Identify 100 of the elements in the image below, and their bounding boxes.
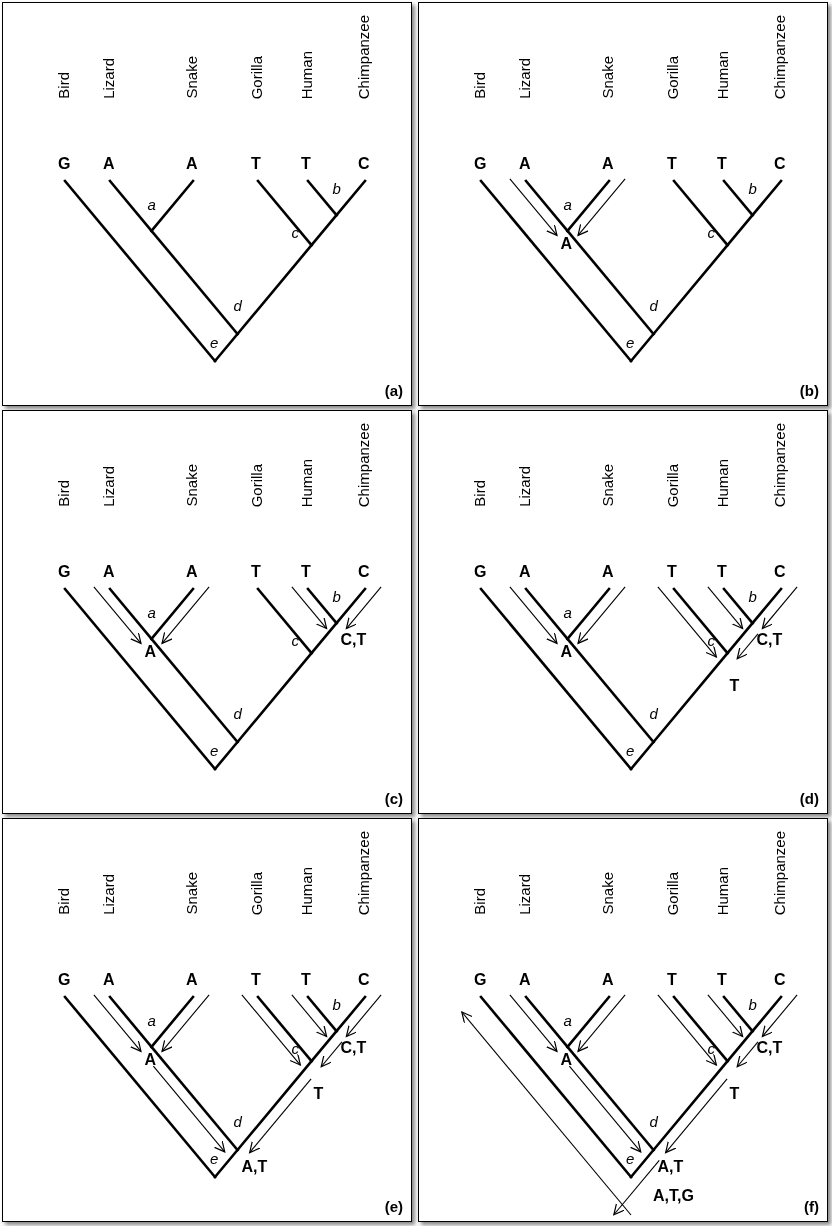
arrow [249, 1078, 312, 1154]
node-label: e [210, 743, 219, 759]
arrow [577, 178, 626, 236]
node-label: b [332, 589, 341, 606]
taxon-name: Lizard [516, 466, 533, 507]
tree-branch [566, 995, 611, 1049]
tree-branch [479, 587, 633, 771]
character-state: G [58, 155, 71, 173]
arrow [291, 994, 328, 1038]
taxon-name: Lizard [100, 58, 117, 99]
taxon-name: Human [298, 866, 315, 915]
taxon-name: Snake [599, 872, 616, 915]
node-label: c [707, 225, 715, 242]
taxon-name: Human [298, 50, 315, 99]
node-label: b [748, 997, 757, 1014]
node-label: e [626, 743, 635, 759]
tree-branch [236, 651, 313, 744]
tree-branch [63, 587, 217, 771]
tree-branch [672, 995, 729, 1063]
arrow [509, 994, 558, 1052]
panel-label: (c) [384, 790, 403, 807]
arrow [345, 994, 382, 1038]
tree-branch [335, 179, 367, 217]
arrow [657, 586, 717, 658]
character-state: T [717, 563, 727, 581]
taxon-name: Gorilla [248, 55, 265, 99]
tree-branch [479, 995, 633, 1179]
character-state: C [774, 971, 786, 989]
taxon-name: Snake [183, 464, 200, 507]
arrow [509, 586, 558, 644]
tree-branch [63, 179, 217, 363]
node-label: a [563, 604, 572, 621]
state-set: A [560, 642, 573, 660]
node-label: a [147, 1012, 156, 1029]
state-set: T [313, 1085, 324, 1103]
tree-branch [652, 1059, 729, 1152]
tree-branch [672, 179, 729, 247]
tree-branch [213, 1148, 239, 1179]
node-label: d [649, 706, 658, 722]
character-state: A [186, 563, 198, 581]
tree-branch [306, 995, 338, 1033]
character-state: A [519, 155, 531, 173]
state-set: A [560, 234, 573, 252]
arrow [509, 178, 558, 236]
character-state: A [103, 155, 115, 173]
arrow [161, 994, 210, 1052]
tree-branch [256, 995, 313, 1063]
arrow [93, 994, 142, 1052]
state-set: T [729, 677, 740, 695]
node-label: a [147, 604, 156, 621]
panel-label: (f) [804, 1198, 819, 1215]
tree-branch [722, 179, 754, 217]
tree-branch [751, 179, 783, 217]
state-set: C,T [756, 631, 783, 649]
taxon-name: Chimpanzee [771, 830, 788, 915]
character-state: G [58, 563, 71, 581]
tree-branch [629, 740, 655, 771]
node-label: d [233, 298, 242, 314]
tree-branch [213, 740, 239, 771]
tree-branch [108, 179, 153, 233]
node-label: e [626, 1151, 635, 1167]
tree-branch [652, 651, 729, 744]
taxon-name: Bird [471, 480, 488, 507]
tree-branch [108, 587, 153, 641]
tree-branch [108, 995, 153, 1049]
arrow [577, 586, 626, 644]
taxon-name: Lizard [516, 58, 533, 99]
arrow [613, 1159, 660, 1216]
tree-branch [63, 995, 217, 1179]
tree-panel [418, 818, 828, 1222]
tree-panel [418, 2, 828, 406]
state-set: A [144, 1050, 157, 1068]
arrow [665, 1078, 728, 1154]
taxon-name: Chimpanzee [771, 422, 788, 507]
tree-panel [2, 410, 412, 814]
tree-branch [652, 243, 729, 336]
character-state: C [774, 563, 786, 581]
taxon-name: Bird [55, 480, 72, 507]
tree-branch [722, 587, 754, 625]
character-state: A [186, 155, 198, 173]
arrow [320, 1041, 343, 1068]
node-label: b [332, 181, 341, 198]
tree-branch [310, 621, 338, 655]
taxon-name: Gorilla [664, 463, 681, 507]
character-state: C [358, 971, 370, 989]
arrow [736, 633, 759, 660]
arrow [241, 994, 301, 1066]
arrow [761, 994, 798, 1038]
tree-branch [213, 332, 239, 363]
taxon-name: Human [714, 50, 731, 99]
node-label: b [332, 997, 341, 1014]
character-state: A [519, 563, 531, 581]
taxon-name: Bird [471, 72, 488, 99]
taxon-name: Snake [183, 56, 200, 99]
tree-branch [722, 995, 754, 1033]
tree-branch [150, 1045, 239, 1152]
arrow [568, 1065, 642, 1153]
character-state: A [602, 971, 614, 989]
character-state: T [667, 971, 677, 989]
taxon-name: Snake [599, 56, 616, 99]
